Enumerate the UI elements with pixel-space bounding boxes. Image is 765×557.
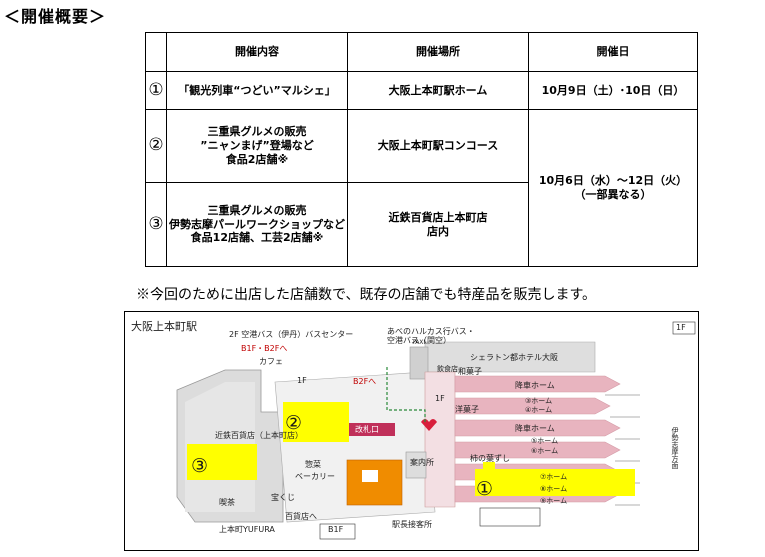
- header-content: 開催内容: [166, 32, 348, 72]
- area-2-marker: ②: [285, 412, 303, 434]
- platform-label: 降車ホーム: [515, 424, 555, 433]
- b1f-box: [319, 523, 356, 540]
- map-drawing: [176, 321, 696, 540]
- date-line: 10月6日（水）～12日（火）: [538, 174, 688, 188]
- platform-label: ⑧ホーム: [540, 485, 568, 493]
- content-line: 三重県グルメの販売: [207, 125, 307, 139]
- harukas-bus-label: あべのハルカス行バス・: [387, 327, 475, 336]
- ise-shima-label: 伊勢志摩方面: [671, 427, 679, 469]
- station-map: 大阪上本町駅 1F 2F 空港バス（伊丹）バスセンター あべのハルカス行バス・ …: [124, 311, 699, 551]
- stairs-icon: [362, 470, 378, 482]
- event-content: 三重県グルメの販売 伊勢志摩パールワークショップなど 食品12店舗、工芸2店舗※: [166, 182, 348, 267]
- info-center: [405, 451, 427, 479]
- content-line: 食品12店舗、工芸2店舗※: [190, 231, 324, 245]
- floor-badge-box: [672, 321, 696, 335]
- content-line: 三重県グルメの販売: [207, 203, 307, 217]
- kakinoha-label: 柿の葉ずし: [470, 454, 510, 463]
- content-line: 食品2店舗※: [225, 152, 289, 166]
- platform-label: 降車ホーム: [515, 381, 555, 390]
- ticket-gate: [347, 423, 395, 436]
- header-date: 開催日: [528, 32, 698, 72]
- platform-label: ④ホーム: [525, 406, 553, 414]
- wagashi-label: 和菓子: [458, 367, 482, 376]
- place-line: 店内: [427, 224, 449, 238]
- date-line: （一部異なる）: [574, 188, 652, 201]
- dept-store-label: 近鉄百貨店（上本町店）: [215, 431, 303, 440]
- table-header-row: 開催内容 開催場所 開催日: [145, 32, 698, 72]
- platform-1: [454, 375, 621, 393]
- header-blank: [145, 32, 167, 72]
- platform-label: ③ホーム: [525, 397, 553, 405]
- map-title: 大阪上本町駅: [131, 320, 197, 333]
- table-row: ③ 三重県グルメの販売 伊勢志摩パールワークショップなど 食品12店舗、工芸2店…: [145, 182, 698, 267]
- floor-mid-label: 1F: [435, 394, 445, 403]
- area-1-highlight-top: [483, 462, 495, 474]
- platform-4: [454, 441, 621, 459]
- bus-center-label: 2F 空港バス（伊丹）バスセンター: [229, 330, 354, 339]
- event-content: 三重県グルメの販売 ”ニャンまげ”登場など 食品2店舗※: [166, 109, 348, 183]
- takarakuji-label: 宝くじ: [271, 493, 295, 502]
- footnote: ※今回のために出店した店舗数で、既存の店舗でも特産品を販売します。: [136, 287, 597, 303]
- taxi-area: [409, 346, 429, 380]
- kitchen-label: 飲食店: [437, 365, 458, 373]
- sozai-label: 惣菜: [305, 460, 321, 469]
- facility-icons-box: [479, 507, 541, 527]
- header-place: 開催場所: [347, 32, 529, 72]
- to-dept-label: 百貨店へ: [285, 512, 317, 521]
- floor-left-label: 1F: [297, 376, 307, 385]
- taxi-label: TAXI: [412, 339, 426, 346]
- area-2-highlight: [283, 402, 349, 442]
- yufura-label: 上本町YUFURA: [219, 525, 275, 534]
- content-line: 伊勢志摩パールワークショップなど: [169, 217, 345, 231]
- area-3-marker: ③: [191, 455, 209, 477]
- travel-label: 駅長接客所: [392, 520, 432, 529]
- platform-label: ⑥ホーム: [531, 447, 559, 455]
- table-row: ② 三重県グルメの販売 ”ニャンまげ”登場など 食品2店舗※ 大阪上本町駅コンコ…: [145, 109, 698, 267]
- row-number: ③: [145, 182, 167, 267]
- platform-3: [454, 419, 621, 437]
- b1f-b2f-label: B1F・B2Fへ: [241, 344, 288, 353]
- event-content: 「観光列車“つどい”マルシェ」: [166, 71, 348, 110]
- bakery-label: ベーカリー: [295, 472, 335, 481]
- event-date-shared: 10月6日（水）～12日（火） （一部異なる）: [528, 109, 698, 267]
- route-line: [386, 367, 426, 422]
- section-heading: ＜開催概要＞: [4, 7, 107, 26]
- airport-bus-label: 空港バス（関空）: [387, 336, 451, 345]
- platform-label: ⑤ホーム: [531, 437, 559, 445]
- cafe-label: カフェ: [259, 357, 283, 366]
- platform-label: ⑦ホーム: [540, 473, 568, 481]
- event-date: 10月9日（土）･10日（日）: [528, 71, 698, 110]
- content-line: ”ニャンまげ”登場など: [200, 139, 314, 153]
- event-overview-table: 開催内容 開催場所 開催日 ① 「観光列車“つどい”マルシェ」 大阪上本町駅ホー…: [145, 32, 698, 267]
- row-number: ②: [145, 109, 167, 183]
- platform-label: ⑨ホーム: [540, 497, 568, 505]
- platform-concourse: [424, 371, 456, 508]
- event-place: 大阪上本町駅ホーム: [347, 71, 529, 110]
- hotel-label: シェラトン都ホテル大阪: [470, 353, 558, 362]
- b2f-label: B2Fへ: [353, 377, 377, 386]
- kissa-label: 喫茶: [219, 498, 235, 507]
- table-row: ① 「観光列車“つどい”マルシェ」 大阪上本町駅ホーム 10月9日（土）･10日…: [145, 71, 698, 110]
- youwagashi-label: 洋菓子: [455, 405, 479, 414]
- row-number: ①: [145, 71, 167, 110]
- floor-badge: 1F: [676, 323, 686, 332]
- second-floor-block: [346, 459, 403, 506]
- event-place: 近鉄百貨店上本町店 店内: [347, 182, 529, 267]
- area-1-marker: ①: [476, 478, 494, 500]
- event-place: 大阪上本町駅コンコース: [347, 109, 529, 183]
- info-center-label: 案内所: [410, 458, 434, 467]
- area-1-highlight: [475, 469, 635, 496]
- platform-2: [454, 397, 611, 415]
- place-line: 近鉄百貨店上本町店: [388, 210, 488, 224]
- area-3-highlight: [187, 444, 257, 480]
- gate-label: 改札口: [355, 425, 379, 434]
- b1f-label: B1F: [328, 525, 344, 534]
